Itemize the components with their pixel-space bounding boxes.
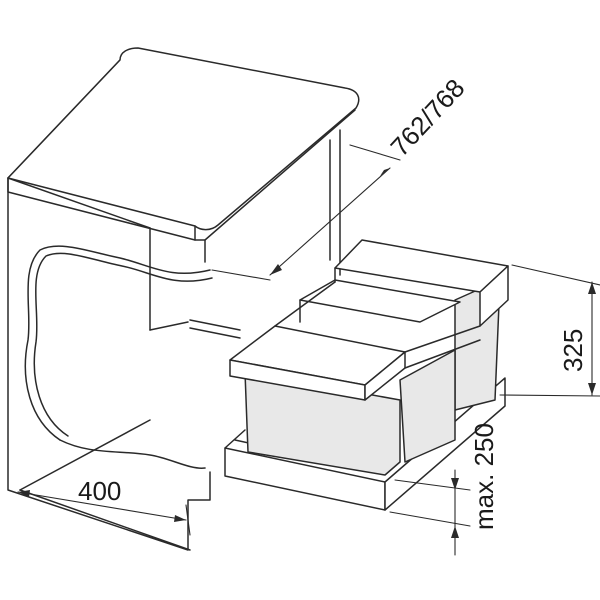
offset-dimension: max. 250 [389, 423, 499, 556]
countertop [7, 47, 360, 263]
width-label: 400 [78, 476, 121, 506]
drain-pipe [24, 245, 213, 469]
depth-label: 762/768 [384, 73, 470, 162]
offset-label: max. 250 [469, 423, 499, 530]
height-label: 325 [558, 329, 588, 372]
bin-rims [229, 239, 509, 401]
width-dimension: 400 [17, 476, 191, 536]
height-dimension: 325 [499, 264, 600, 397]
